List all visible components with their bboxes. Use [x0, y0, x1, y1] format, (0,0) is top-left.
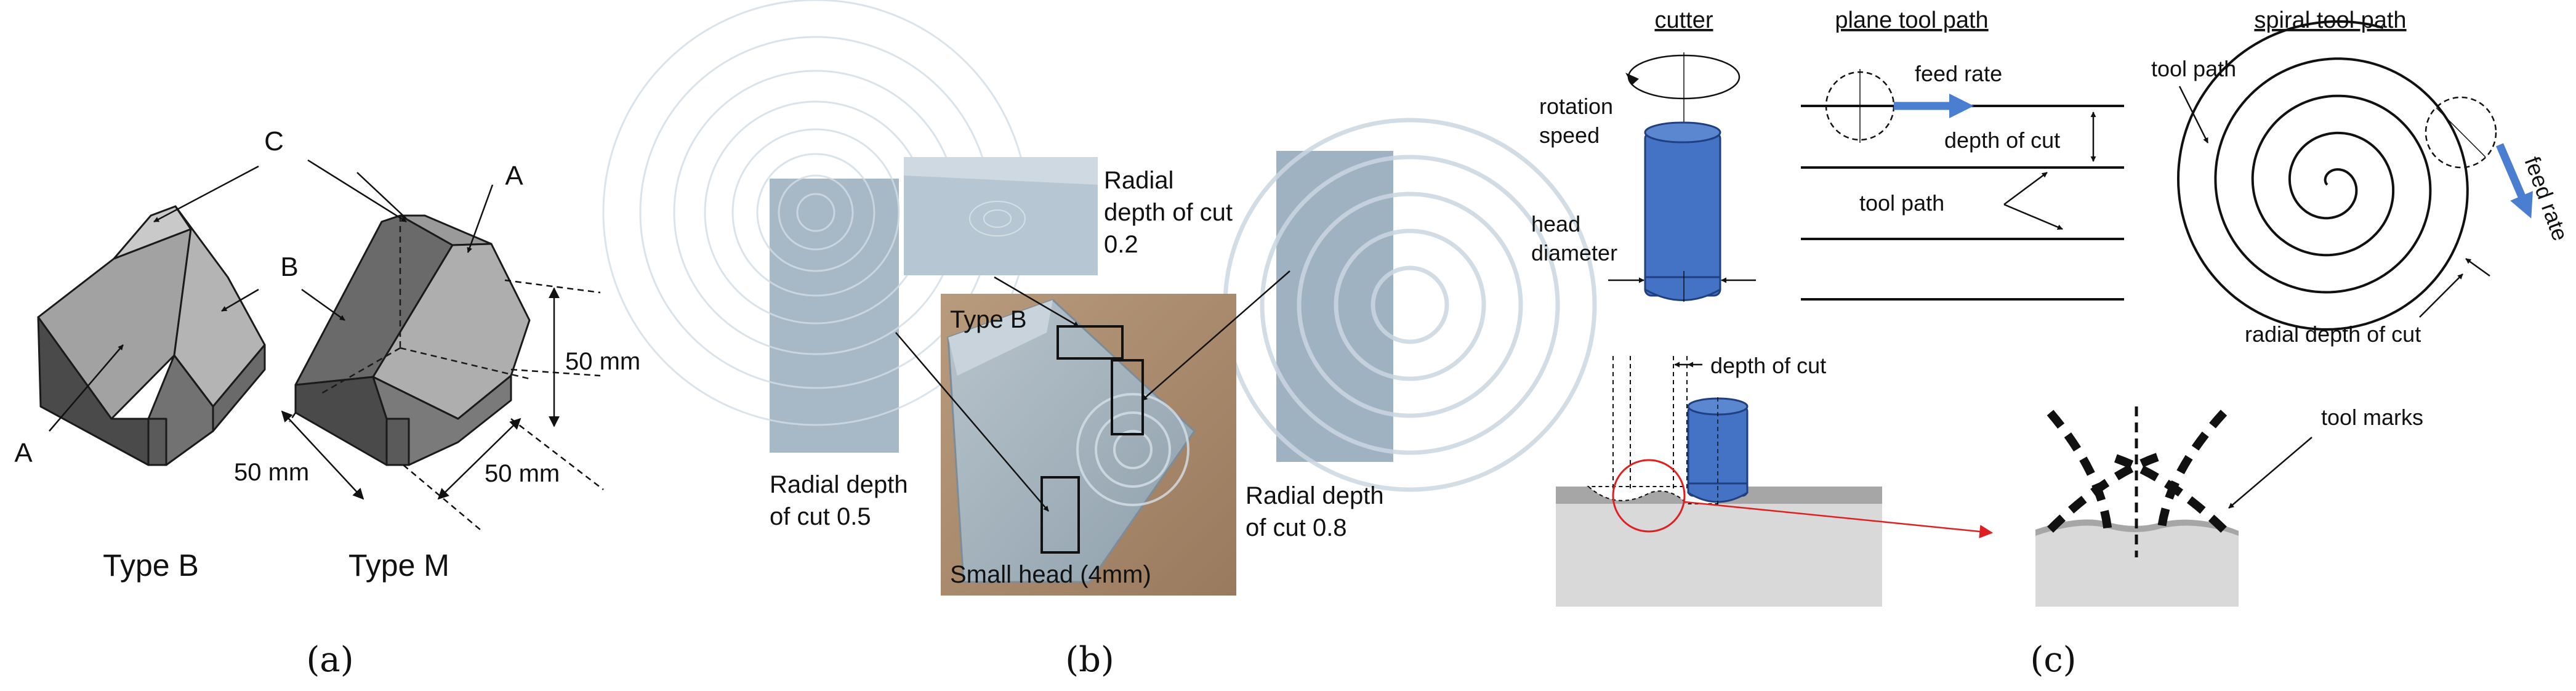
cutter-diagram — [1608, 52, 1756, 302]
label-depth-right-50mm: 50 mm — [485, 460, 560, 487]
label-depth-of-cut-lower: depth of cut — [1710, 353, 1826, 378]
label-small-head: Small head (4mm) — [950, 561, 1151, 588]
panel-b-leaders — [895, 270, 1290, 512]
label-spiral-feed-rate: feed rate — [2519, 153, 2573, 244]
caption-c: (c) — [2030, 640, 2076, 680]
tool-marks-detail — [2035, 406, 2312, 607]
panel-c: cutter plane tool path spiral tool path … — [1531, 7, 2574, 680]
label-depth-left-50mm: 50 mm — [234, 459, 309, 486]
label-type-b: Type B — [103, 548, 199, 583]
title-spiral-tool-path: spiral tool path — [2254, 7, 2406, 33]
label-height-50mm: 50 mm — [565, 348, 640, 375]
panel-b: Radial depth of cut 0.2 Type B Small hea… — [602, 0, 1597, 680]
title-cutter: cutter — [1654, 7, 1713, 33]
caption-a: (a) — [306, 640, 353, 680]
central-photo — [941, 294, 1236, 596]
label-radial-0-5-line2: of cut 0.5 — [770, 503, 871, 530]
label-head-line1: head — [1531, 211, 1580, 236]
label-tool-path: tool path — [1859, 190, 1944, 216]
sample-photo-0-8 — [1223, 118, 1597, 492]
type-m-hidden-edges — [320, 216, 530, 395]
label-radial-0-2-line1: Radial — [1104, 167, 1173, 194]
title-plane-tool-path: plane tool path — [1835, 7, 1988, 33]
label-spiral-tool-path: tool path — [2151, 56, 2236, 81]
label-a-left: A — [14, 438, 33, 468]
label-radial-depth-of-cut: radial depth of cut — [2245, 321, 2421, 347]
label-radial-0-8-line1: Radial depth — [1246, 482, 1384, 509]
sample-photo-0-2 — [904, 157, 1098, 275]
caption-b: (b) — [1065, 640, 1114, 680]
label-depth-of-cut: depth of cut — [1944, 127, 2060, 153]
label-feed-rate: feed rate — [1915, 61, 2002, 86]
label-a-right: A — [505, 161, 523, 191]
label-rotation-line1: rotation — [1539, 94, 1613, 119]
plane-tool-path — [1801, 69, 2124, 301]
label-radial-0-2-line2: depth of cut — [1104, 199, 1233, 226]
label-rotation-line2: speed — [1539, 123, 1600, 148]
label-c: C — [264, 126, 284, 156]
panel-a-leaders — [49, 159, 494, 432]
label-radial-0-8-line2: of cut 0.8 — [1246, 514, 1347, 541]
type-m-block — [294, 214, 531, 466]
label-radial-0-5-line1: Radial depth — [770, 471, 908, 498]
dimension-arrows — [281, 287, 560, 500]
label-tool-marks: tool marks — [2321, 405, 2423, 430]
type-b-block — [37, 205, 266, 466]
panel-a: C A B A 50 mm 50 mm 50 mm Type B Type M … — [14, 126, 640, 680]
label-radial-0-2-line3: 0.2 — [1104, 231, 1138, 258]
label-head-line2: diameter — [1531, 240, 1617, 265]
label-b: B — [280, 252, 298, 282]
label-type-m: Type M — [348, 548, 449, 583]
cut-cross-section — [1556, 356, 1994, 607]
label-type-b-photo: Type B — [950, 306, 1027, 333]
spiral-tool-path — [2176, 20, 2533, 331]
